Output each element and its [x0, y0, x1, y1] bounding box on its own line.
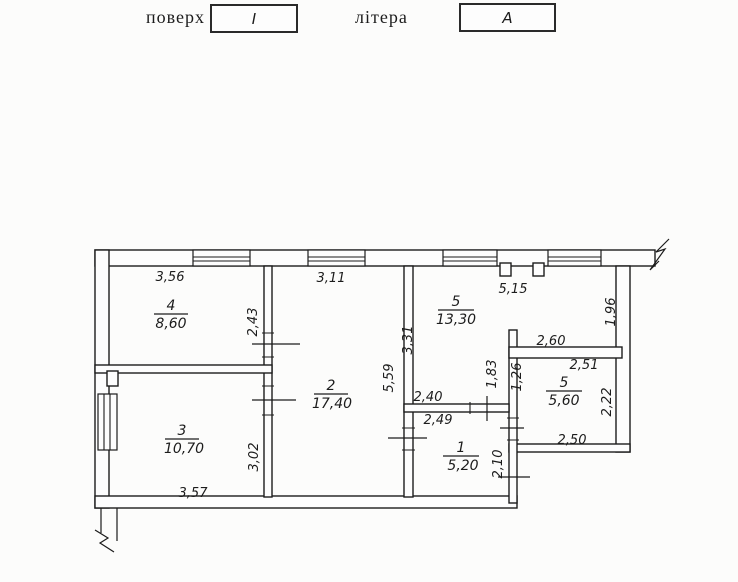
dim-5-15: 5,15	[499, 282, 528, 297]
door-jamb-ticks	[262, 332, 519, 451]
wall-room5b-top	[508, 346, 623, 359]
room-2-number: 2	[327, 378, 336, 394]
dim-2-51: 2,51	[570, 358, 599, 373]
dim-2-10: 2,10	[491, 450, 506, 479]
wall-room4-room3	[94, 364, 273, 374]
room-1-label: 1 5,20	[443, 440, 479, 474]
window-symbol-room5-right	[547, 249, 602, 267]
wall-room2-right	[403, 265, 414, 498]
room-5a-label: 5 13,30	[436, 294, 476, 328]
wall-stub-2	[532, 262, 545, 277]
dim-2-22: 2,22	[600, 388, 615, 417]
room-5b-number: 5	[560, 375, 569, 391]
wall-break-bottom-left	[94, 529, 115, 553]
floor-label: поверх	[146, 7, 206, 27]
wall-room4-room2	[263, 265, 273, 498]
dimension-labels: 3,56 3,11 5,15 2,43 3,31 5,59 1,96 2,60 …	[156, 270, 619, 501]
dim-5-59: 5,59	[382, 364, 397, 393]
room-3-label: 3 10,70	[164, 423, 204, 457]
dim-3-11: 3,11	[317, 271, 346, 286]
wall-corridor-room1	[403, 403, 510, 413]
room-3-number: 3	[178, 423, 187, 439]
dim-2-40: 2,40	[414, 390, 443, 405]
dim-3-56: 3,56	[156, 270, 185, 285]
letter-value-box: А	[459, 3, 556, 32]
floor-value: I	[251, 9, 257, 28]
window-symbol-room5-left	[442, 249, 498, 267]
letter-value: А	[502, 8, 513, 27]
letter-label: літера	[355, 7, 408, 27]
dim-1-96: 1,96	[604, 298, 619, 327]
room-3-area: 10,70	[164, 441, 204, 457]
dim-2-49: 2,49	[424, 413, 453, 428]
windows	[97, 249, 602, 451]
dim-3-02: 3,02	[247, 443, 262, 472]
dim-3-31: 3,31	[401, 326, 416, 355]
wall-break-symbols	[94, 238, 670, 553]
room-5b-label: 5 5,60	[546, 375, 582, 409]
room-1-area: 5,20	[447, 458, 478, 474]
wall-pilaster-room3	[106, 370, 119, 387]
wall-stub-bottom-left	[100, 508, 118, 541]
dim-2-43: 2,43	[246, 308, 261, 337]
dim-2-60: 2,60	[537, 334, 566, 349]
floor-value-box: I	[210, 4, 298, 33]
room-2-label: 2 17,40	[312, 378, 352, 412]
wall-break-top-right	[649, 238, 670, 271]
room-4-number: 4	[167, 298, 176, 314]
room-4-area: 8,60	[155, 316, 186, 332]
room-5a-number: 5	[452, 294, 461, 310]
door-openings	[252, 332, 530, 478]
window-symbol-room4	[192, 249, 251, 267]
room-5a-area: 13,30	[436, 312, 476, 328]
wall-stub-1	[499, 262, 512, 277]
room-2-area: 17,40	[312, 396, 352, 412]
wall-mid-vertical	[508, 329, 518, 504]
wall-right	[615, 265, 631, 453]
walls	[94, 249, 656, 509]
dim-3-57: 3,57	[179, 486, 209, 501]
dim-1-26: 1,26	[510, 363, 525, 392]
room-1-number: 1	[457, 440, 466, 456]
dim-1-83: 1,83	[485, 360, 500, 389]
room-5b-area: 5,60	[548, 393, 579, 409]
window-symbol-room2	[307, 249, 366, 267]
room-4-label: 4 8,60	[154, 298, 188, 332]
room-labels: 4 8,60 2 17,40 3 10,70 5 13,30 5	[154, 294, 582, 474]
wall-bottom	[94, 495, 518, 509]
window-symbol-room3-left	[97, 393, 118, 451]
dim-2-50: 2,50	[558, 433, 587, 448]
